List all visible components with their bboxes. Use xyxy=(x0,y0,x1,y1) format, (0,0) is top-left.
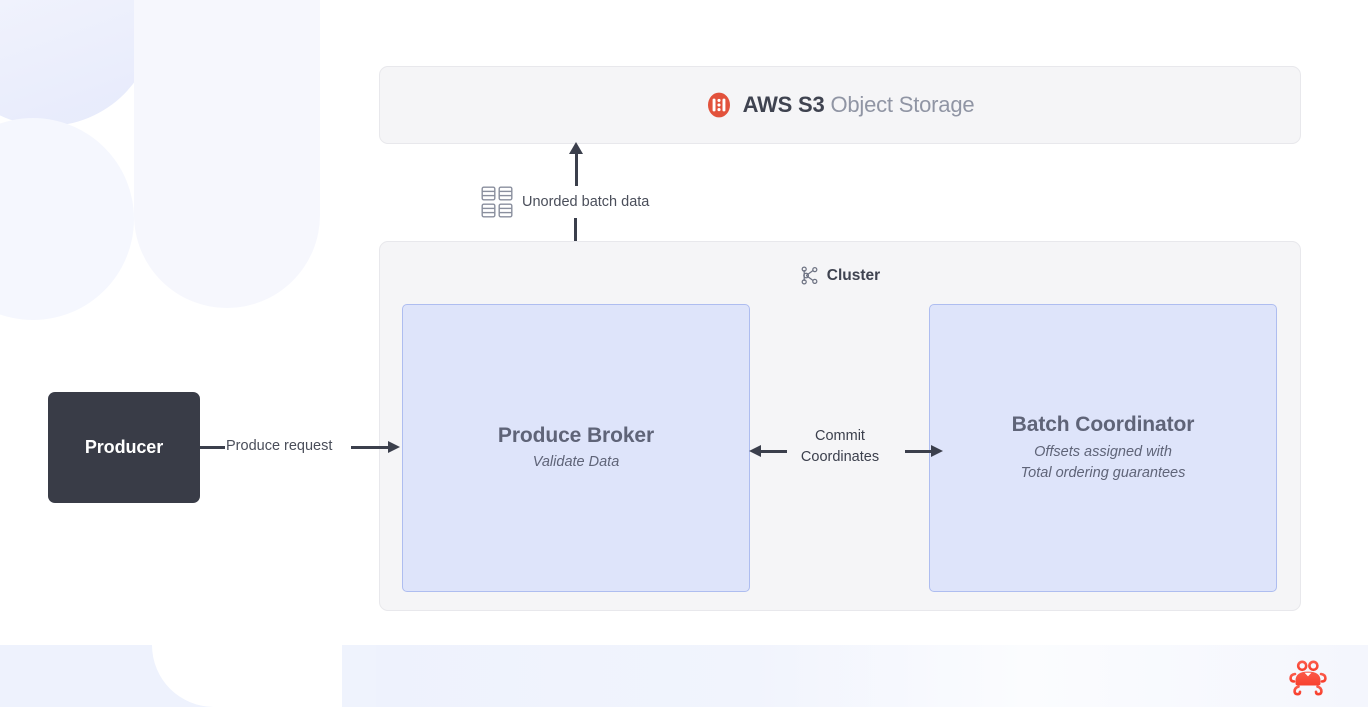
node-subtitle-line-2: Total ordering guarantees xyxy=(1020,464,1186,481)
arrow-right-icon xyxy=(905,445,943,457)
arrow-head-icon xyxy=(388,441,400,453)
producer-box[interactable]: Producer xyxy=(48,392,200,503)
batch-data-label: Unorded batch data xyxy=(522,194,650,210)
cluster-label: Cluster xyxy=(826,266,881,284)
node-title: Batch Coordinator xyxy=(1011,412,1195,436)
node-batch-coordinator[interactable]: Batch Coordinator Offsets assigned with … xyxy=(929,304,1277,592)
crab-logo xyxy=(1288,656,1330,698)
cluster-container: Cluster Produce Broker Validate Data Bat… xyxy=(379,241,1301,611)
decorative-circle-top xyxy=(0,0,156,126)
commit-coordinates-connector: Commit Coordinates xyxy=(749,426,943,484)
producer-label: Producer xyxy=(84,437,164,457)
network-nodes-icon xyxy=(800,266,819,285)
aws-s3-storage-box: AWS S3 Object Storage xyxy=(379,66,1301,144)
storage-descriptor: Object Storage xyxy=(830,92,975,117)
batch-data-label-group: Unorded batch data xyxy=(481,186,649,218)
batch-upload-arrow-head xyxy=(569,142,583,186)
arrow-left-icon xyxy=(749,445,787,457)
node-subtitle: Validate Data xyxy=(532,453,620,470)
decorative-circle-bottom xyxy=(0,118,134,320)
commit-coordinates-label: Commit Coordinates xyxy=(750,426,930,468)
produce-request-connector: Produce request xyxy=(200,430,402,464)
commit-label-line-2: Coordinates xyxy=(800,449,880,465)
produce-request-label: Produce request xyxy=(226,438,333,454)
node-title: Produce Broker xyxy=(497,423,655,447)
node-subtitle-line-1: Offsets assigned with xyxy=(1034,443,1172,460)
database-grid-icon xyxy=(481,186,513,218)
storage-title: AWS S3 Object Storage xyxy=(743,92,975,118)
decorative-bottom-band xyxy=(0,645,1368,707)
decorative-bottom-notch xyxy=(152,645,342,707)
decorative-bottom-notch-fill xyxy=(342,645,376,707)
node-produce-broker[interactable]: Produce Broker Validate Data xyxy=(402,304,750,592)
commit-label-line-1: Commit xyxy=(815,428,865,444)
cluster-title-group: Cluster xyxy=(380,266,1300,285)
decorative-pill-shape xyxy=(134,0,320,308)
aws-s3-icon xyxy=(706,92,732,118)
storage-brand: AWS S3 xyxy=(742,92,825,117)
